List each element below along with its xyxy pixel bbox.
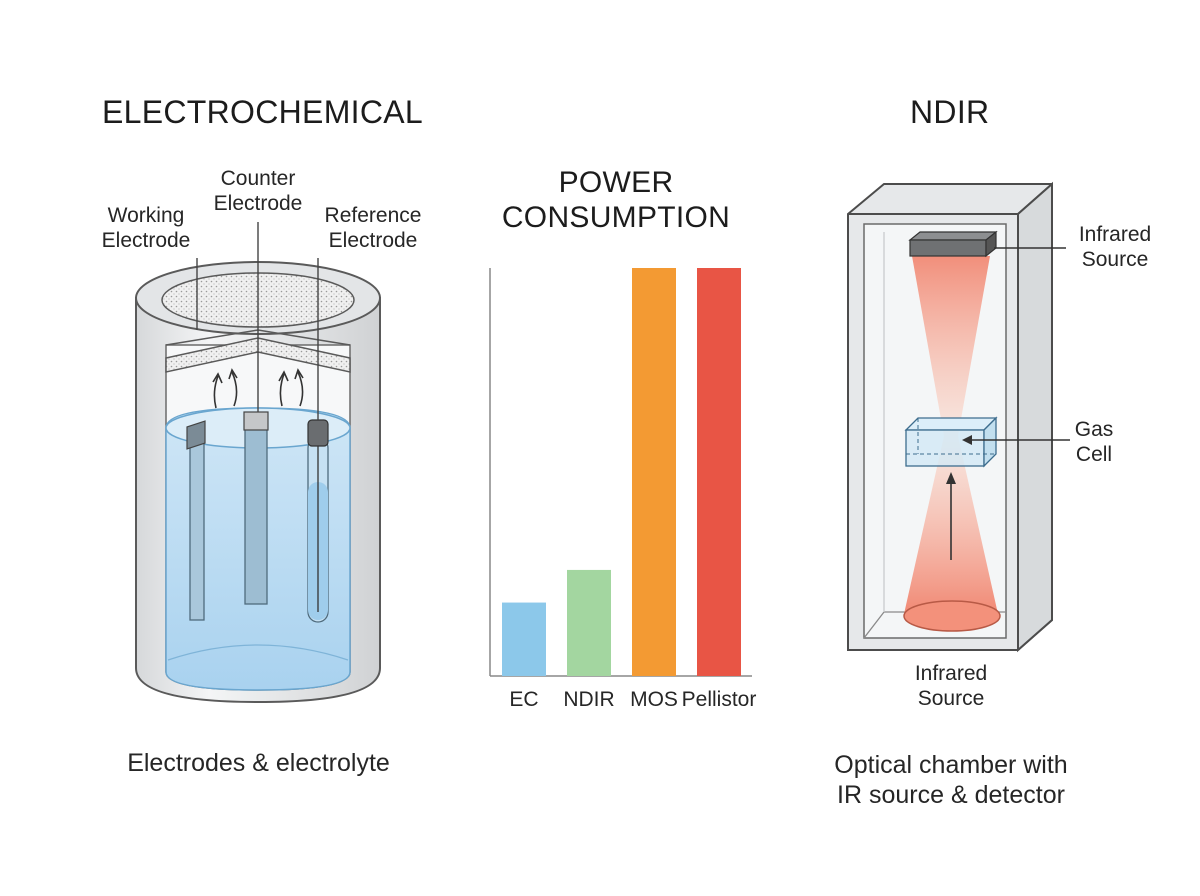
gas-cell-label: Gas Cell — [1074, 418, 1114, 466]
x-tick-pellistor: Pellistor — [681, 688, 757, 711]
bar-mos — [632, 268, 676, 676]
bar-ec — [502, 602, 546, 676]
bar-ndir — [567, 569, 611, 676]
counter-electrode — [243, 411, 269, 605]
working-electrode-label: Working Electrode — [101, 204, 191, 252]
cavity-bottom-curve — [167, 644, 349, 661]
ir-source-top-label: Infrared Source — [1078, 223, 1152, 271]
x-tick-ndir: NDIR — [563, 688, 615, 711]
ir-source-top — [908, 230, 998, 258]
gas-diffusion-arrows — [212, 368, 304, 409]
power-chart-title: POWER CONSUMPTION — [501, 166, 731, 234]
counter-electrode-label: Counter Electrode — [213, 167, 303, 215]
bar-pellistor — [697, 268, 741, 676]
ir-source-bottom-label: Infrared Source — [914, 662, 988, 710]
ndir-title: NDIR — [910, 94, 990, 130]
x-tick-mos: MOS — [630, 688, 678, 711]
working-electrode — [186, 420, 206, 621]
reference-electrode — [307, 419, 329, 623]
reference-electrode-label: Reference Electrode — [324, 204, 422, 252]
electrochemical-title: ELECTROCHEMICAL — [102, 94, 423, 130]
x-tick-ec: EC — [509, 688, 539, 711]
ir-beam-upper — [912, 256, 990, 436]
ir-detector — [903, 600, 1001, 632]
electrochemical-caption: Electrodes & electrolyte — [127, 749, 390, 777]
ndir-caption: Optical chamber with IR source & detecto… — [834, 751, 1068, 809]
gas-cell — [904, 416, 998, 468]
